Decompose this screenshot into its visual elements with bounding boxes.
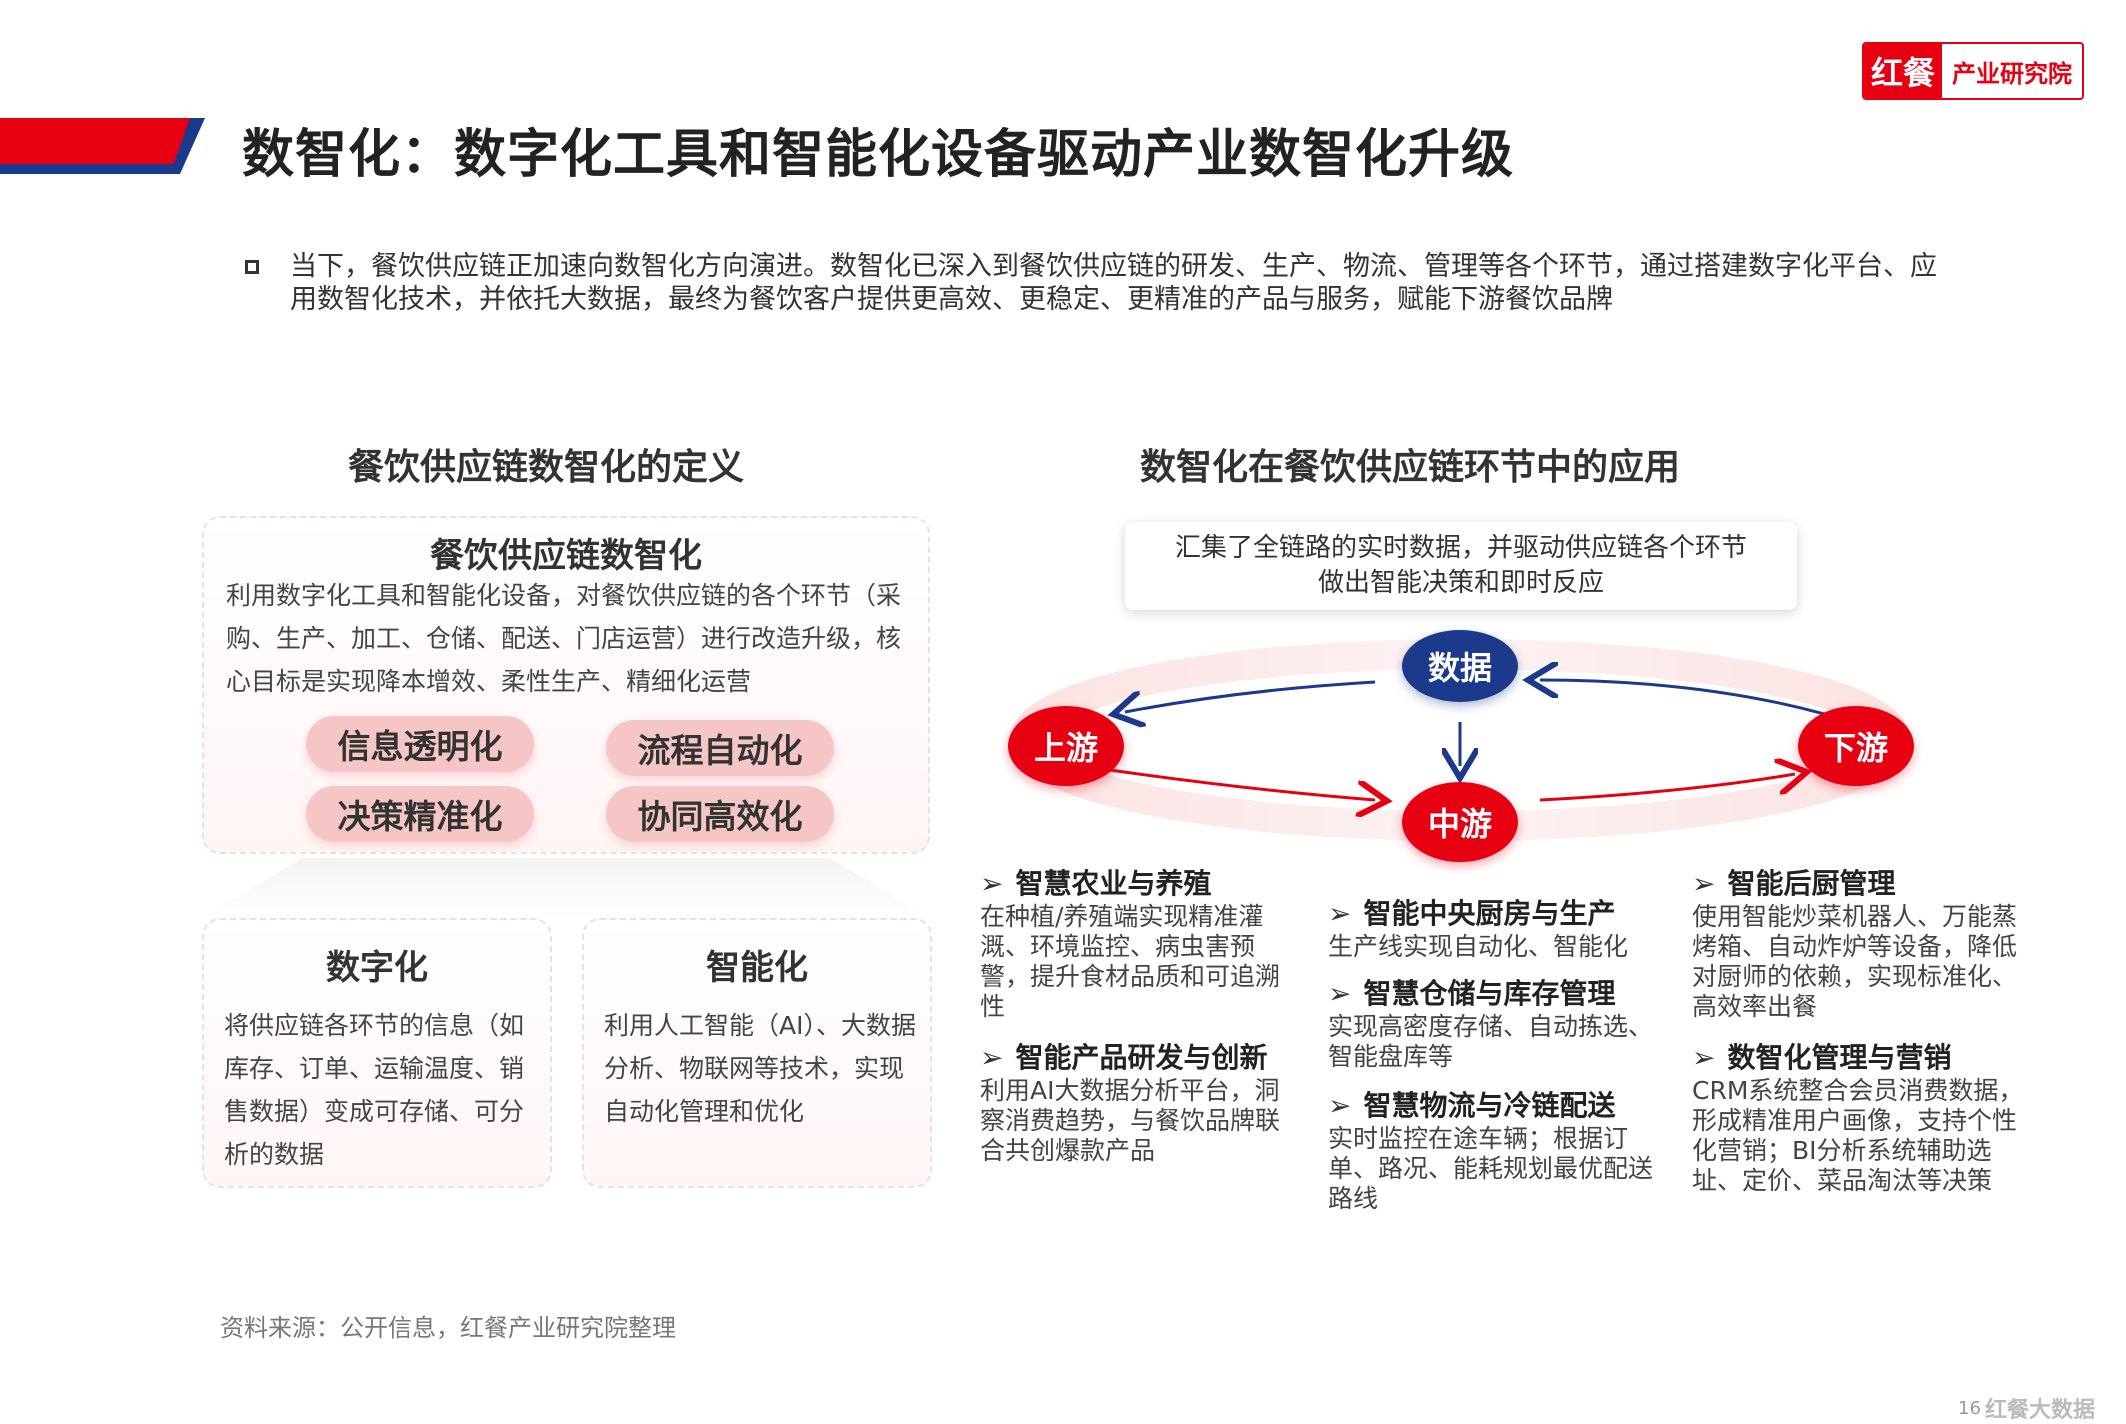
node-data: 数据 xyxy=(1402,630,1518,702)
midstream-item-2-desc: 实现高密度存储、自动拣选、智能盘库等 xyxy=(1328,1012,1654,1071)
page-title: 数智化：数字化工具和智能化设备驱动产业数智化升级 xyxy=(242,125,1515,185)
chevron-right-icon: ➢ xyxy=(1692,867,1716,900)
chevron-right-icon: ➢ xyxy=(980,867,1004,900)
corner-watermark: 红餐大数据 xyxy=(1985,1398,2096,1423)
pill-collaboration-efficiency: 协同高效化 xyxy=(606,786,834,842)
definition-card-title: 餐饮供应链数智化 xyxy=(430,536,702,576)
node-midstream: 中游 xyxy=(1402,782,1518,862)
node-downstream: 下游 xyxy=(1798,706,1914,786)
digitalization-title: 数字化 xyxy=(326,948,428,988)
intelligentization-title: 智能化 xyxy=(706,948,808,988)
pill-decision-precision: 决策精准化 xyxy=(306,786,534,842)
chevron-right-icon: ➢ xyxy=(1692,1041,1716,1074)
chevron-right-icon: ➢ xyxy=(1328,977,1352,1010)
pill-process-automation: 流程自动化 xyxy=(606,720,834,776)
downstream-item-1-title: ➢智能后厨管理 xyxy=(1692,867,1896,900)
brand-logo: 红餐 产业研究院 xyxy=(1862,42,2084,100)
chevron-right-icon: ➢ xyxy=(1328,1089,1352,1122)
midstream-item-2-title: ➢智慧仓储与库存管理 xyxy=(1328,977,1616,1010)
upstream-item-2-title: ➢智能产品研发与创新 xyxy=(980,1041,1268,1074)
downstream-item-2-desc: CRM系统整合会员消费数据，形成精准用户画像，支持个性化营销；BI分析系统辅助选… xyxy=(1692,1076,2024,1195)
midstream-item-3-desc: 实时监控在途车辆；根据订单、路况、能耗规划最优配送路线 xyxy=(1328,1124,1654,1213)
data-summary-box: 汇集了全链路的实时数据，并驱动供应链各个环节 做出智能决策和即时反应 xyxy=(1125,522,1797,610)
logo-text: 产业研究院 xyxy=(1952,59,2072,88)
logo-mark: 红餐 xyxy=(1864,44,1942,98)
definition-card: 餐饮供应链数智化 利用数字化工具和智能化设备，对餐饮供应链的各个环节（采购、生产… xyxy=(202,516,930,854)
intro-paragraph: 当下，餐饮供应链正加速向数智化方向演进。数智化已深入到餐饮供应链的研发、生产、物… xyxy=(290,251,1937,315)
midstream-item-3-title: ➢智慧物流与冷链配送 xyxy=(1328,1089,1616,1122)
title-accent-bar xyxy=(0,118,205,174)
intelligentization-card: 智能化 利用人工智能（AI）、大数据分析、物联网等技术，实现自动化管理和优化 xyxy=(582,918,932,1188)
upstream-item-2-desc: 利用AI大数据分析平台，洞察消费趋势，与餐饮品牌联合共创爆款产品 xyxy=(980,1076,1281,1165)
node-upstream: 上游 xyxy=(1008,706,1124,786)
source-note: 资料来源：公开信息，红餐产业研究院整理 xyxy=(220,1314,676,1342)
application-section-title: 数智化在餐饮供应链环节中的应用 xyxy=(1140,447,1681,488)
summary-line-2: 做出智能决策和即时反应 xyxy=(1317,568,1604,598)
chevron-right-icon: ➢ xyxy=(1328,897,1352,930)
upstream-item-1-desc: 在种植/养殖端实现精准灌溉、环境监控、病虫害预警，提升食材品质和可追溯性 xyxy=(980,902,1281,1021)
downstream-item-1-desc: 使用智能炒菜机器人、万能蒸烤箱、自动炸炉等设备，降低对厨师的依赖，实现标准化、高… xyxy=(1692,902,2018,1021)
card-connector-shadow xyxy=(202,858,930,918)
page-number: 16 xyxy=(1958,1398,1981,1419)
bullet-square-icon xyxy=(245,260,259,274)
digitalization-desc: 将供应链各环节的信息（如库存、订单、运输温度、销售数据）变成可存储、可分析的数据 xyxy=(224,1011,525,1169)
summary-line-1: 汇集了全链路的实时数据，并驱动供应链各个环节 xyxy=(1174,533,1747,563)
intelligentization-desc: 利用人工智能（AI）、大数据分析、物联网等技术，实现自动化管理和优化 xyxy=(604,1011,916,1126)
downstream-item-2-title: ➢数智化管理与营销 xyxy=(1692,1041,1952,1074)
chevron-right-icon: ➢ xyxy=(980,1041,1004,1074)
midstream-item-1-title: ➢智能中央厨房与生产 xyxy=(1328,897,1616,930)
pill-info-transparency: 信息透明化 xyxy=(306,716,534,772)
digitalization-card: 数字化 将供应链各环节的信息（如库存、订单、运输温度、销售数据）变成可存储、可分… xyxy=(202,918,552,1188)
midstream-item-1-desc: 生产线实现自动化、智能化 xyxy=(1328,932,1629,961)
definition-card-desc: 利用数字化工具和智能化设备，对餐饮供应链的各个环节（采购、生产、加工、仓储、配送… xyxy=(226,581,902,696)
definition-section-title: 餐饮供应链数智化的定义 xyxy=(348,447,745,488)
upstream-item-1-title: ➢智慧农业与养殖 xyxy=(980,867,1212,900)
